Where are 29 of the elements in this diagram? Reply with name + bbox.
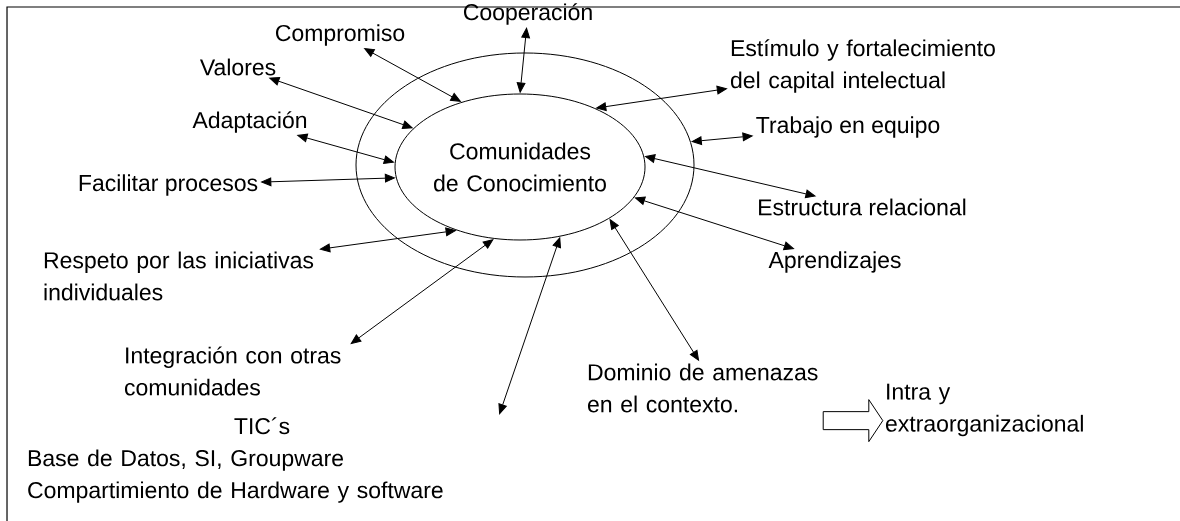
text-label: Cooperación <box>463 3 592 25</box>
arrow <box>596 85 727 111</box>
block-arrow <box>822 399 884 443</box>
text-label: Trabajo en equipo <box>756 116 940 138</box>
text-label: Aprendizajes <box>768 251 901 273</box>
text-label: Valores <box>199 58 276 76</box>
outer-ellipse <box>355 52 695 278</box>
arrow <box>691 132 753 146</box>
text-label: Facilitar procesos <box>79 174 258 196</box>
text-label: Compromiso <box>276 24 405 46</box>
arrow <box>320 227 456 253</box>
text-label: Adaptación <box>192 111 307 133</box>
text-label: Integración con otras comunidades <box>125 346 341 396</box>
text-label: Estímulo y fortalecimiento del capital intelectual <box>731 39 995 93</box>
arrow <box>297 133 394 164</box>
arrow <box>634 196 794 251</box>
text-label: TIC´s Base de Datos, SI, Groupware Compartimiento de Hardware y software <box>28 417 443 503</box>
text-label: Estructura relacional <box>759 198 966 216</box>
arrow <box>498 237 561 415</box>
text-label: Dominio de amenazas en el contexto. <box>588 363 818 413</box>
arrow <box>350 239 494 344</box>
arrow <box>609 219 700 361</box>
arrow <box>261 173 396 187</box>
arrow <box>364 48 461 102</box>
arrow <box>269 76 413 129</box>
arrow <box>516 27 530 93</box>
arrow <box>644 154 816 199</box>
text-label: Respeto por las iniciativas individuales <box>44 251 314 301</box>
text-label: Intra y extraorganizacional <box>886 383 1083 437</box>
